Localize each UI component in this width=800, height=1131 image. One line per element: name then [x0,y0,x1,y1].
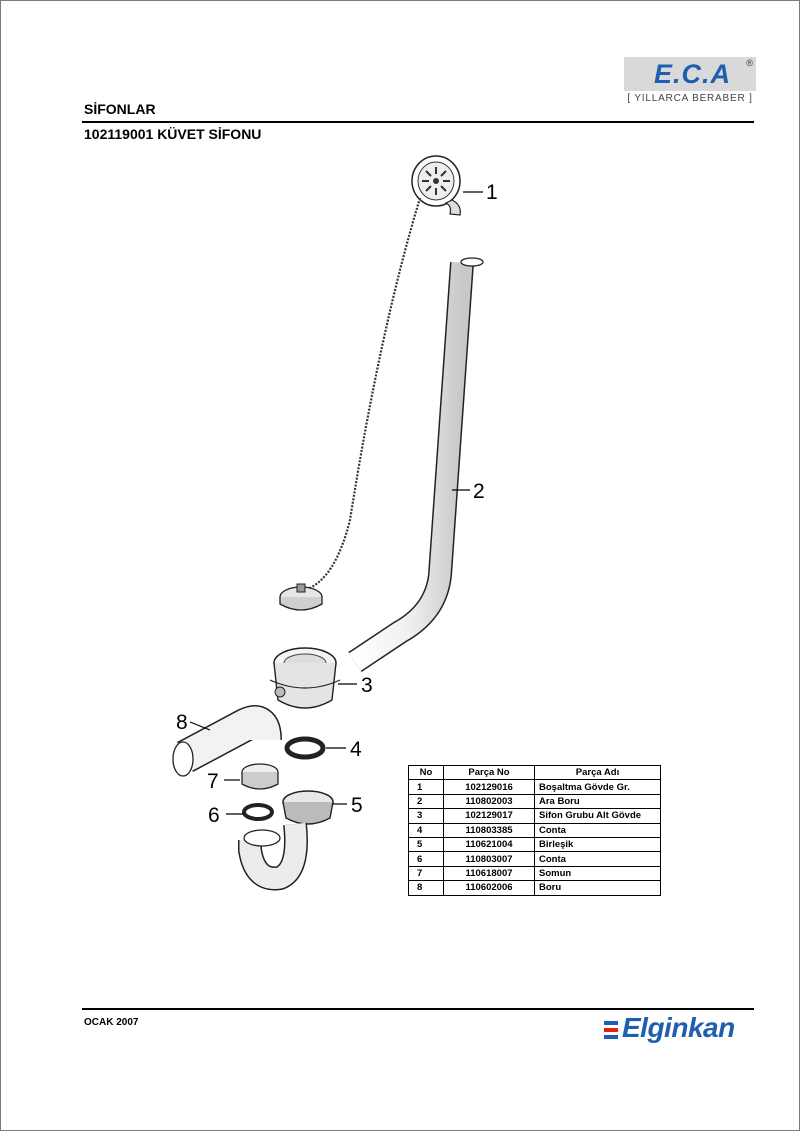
cell-part-name: Ara Boru [534,793,661,810]
chain [304,197,422,592]
cell-no: 6 [408,851,444,867]
cell-part-name: Conta [534,851,661,867]
cell-part-name: Somun [534,865,661,882]
footer-divider [82,1008,754,1010]
elginkan-logo-bars-icon [604,1021,618,1042]
parts-table: No Parça No Parça Adı 1 102129016 Boşalt… [408,764,661,896]
table-row: 5 110621004 Birleşik [408,836,661,853]
issue-date: OCAK 2007 [84,1017,139,1028]
cell-part-name: Birleşik [534,836,661,853]
callout-4: 4 [350,738,362,761]
cell-part-name: Boru [534,880,661,896]
leader-lines [189,191,483,815]
table-row: 2 110802003 Ara Boru [408,793,661,810]
elginkan-logo: Elginkan [604,1011,754,1051]
eca-logo-text: E.C.A [654,59,732,89]
cell-part-no: 110802003 [443,793,535,810]
pipe-top-opening [460,257,484,267]
cell-part-no: 102129017 [443,808,535,824]
callout-3: 3 [361,674,373,697]
part-3-lower-body [269,647,341,709]
column-header-part-no: Parça No [443,764,535,781]
elginkan-logo-text: Elginkan [622,1012,735,1043]
table-row: 7 110618007 Somun [408,865,661,882]
cell-no: 8 [408,880,444,896]
cell-no: 3 [408,808,444,824]
cell-part-name: Conta [534,822,661,838]
registered-mark: ® [746,58,753,68]
cell-no: 7 [408,865,444,882]
callout-8: 8 [176,711,188,734]
table-row: 4 110803385 Conta [408,822,661,838]
table-row: 1 102129016 Boşaltma Gövde Gr. [408,779,661,795]
cell-part-no: 110602006 [443,880,535,896]
callout-7: 7 [207,770,219,793]
eca-slogan: [ YILLARCA BERABER ] [627,93,753,104]
cell-no: 4 [408,822,444,838]
cell-part-no: 110803385 [443,822,535,838]
part-5-trap [238,790,334,891]
cell-no: 5 [408,836,444,853]
column-header-part-name: Parça Adı [534,764,661,781]
cell-part-no: 110618007 [443,865,535,882]
column-header-no: No [408,764,444,781]
cell-part-name: Boşaltma Gövde Gr. [534,779,661,795]
part-6-gasket [242,803,274,821]
table-row: 6 110803007 Conta [408,851,661,867]
category-title: SİFONLAR [84,101,156,117]
callout-5: 5 [351,794,363,817]
part-4-gasket [284,736,326,760]
plug [279,583,323,611]
header-divider [82,121,754,123]
cell-part-no: 110803007 [443,851,535,867]
callout-1: 1 [486,181,498,204]
table-header-row: No Parça No Parça Adı [408,764,661,781]
table-row: 8 110602006 Boru [408,880,661,896]
part-8-pipe [172,705,282,777]
product-title: 102119001 KÜVET SİFONU [84,126,262,142]
callout-2: 2 [473,480,485,503]
cell-part-no: 110621004 [443,836,535,853]
cell-part-no: 102129016 [443,779,535,795]
part-7-nut [241,763,279,790]
eca-logo: E.C.A ® [624,57,756,91]
exploded-parts-diagram: 1 2 3 4 5 6 7 8 [172,155,498,891]
callout-6: 6 [208,804,220,827]
cell-part-name: Sifon Grubu Alt Gövde [534,808,661,824]
part-2-pipe [349,262,473,671]
table-row: 3 102129017 Sifon Grubu Alt Gövde [408,808,661,824]
cell-no: 1 [408,779,444,795]
cell-no: 2 [408,793,444,810]
part-1-drain-body [411,155,461,216]
